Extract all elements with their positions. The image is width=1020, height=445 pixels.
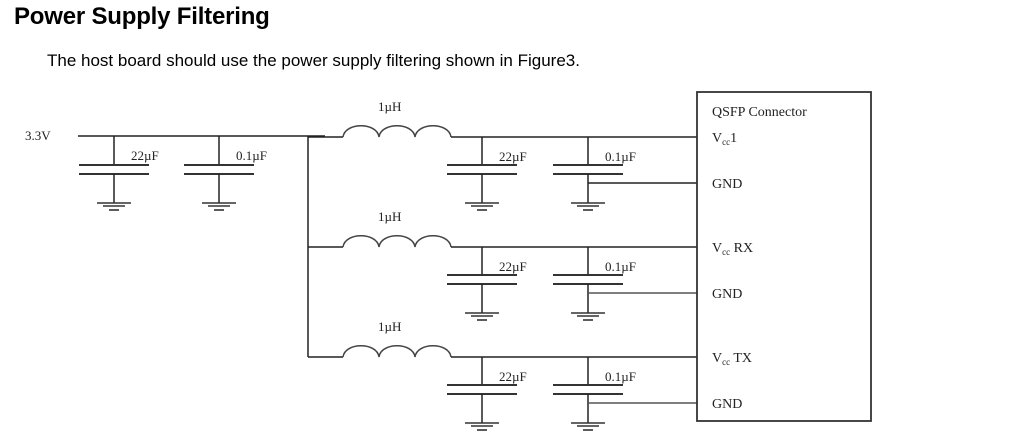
capacitor-label: 22µF — [499, 259, 527, 274]
input-capacitor-22uf: 22µF — [79, 136, 159, 211]
connector-pin-gnd: GND — [712, 177, 742, 192]
branch-capacitor: 0.1µF — [553, 137, 636, 211]
ground-symbol-icon — [571, 312, 605, 321]
ground-symbol-icon — [97, 202, 131, 211]
capacitor-label: 22µF — [499, 149, 527, 164]
inductor-label: 1µH — [378, 209, 401, 224]
capacitor-label: 22µF — [499, 369, 527, 384]
ground-symbol-icon — [571, 422, 605, 431]
input-capacitor-0-1uf: 0.1µF — [184, 136, 267, 211]
inductor-label: 1µH — [378, 99, 401, 114]
connector-pin-gnd: GND — [712, 287, 742, 302]
supply-label: 3.3V — [25, 128, 51, 143]
ground-symbol-icon — [571, 202, 605, 211]
connector-pin-gnd: GND — [712, 397, 742, 412]
inductor-symbol-icon — [342, 345, 452, 358]
filter-branch: 1µH 22µF 0.1µF Vcc TX GND — [308, 319, 752, 431]
connector-title: QSFP Connector — [712, 105, 807, 120]
inductor-symbol-icon — [342, 125, 452, 138]
capacitor-label: 22µF — [131, 148, 159, 163]
connector-pin-vcc: Vcc1 — [712, 131, 737, 147]
section-title: Power Supply Filtering — [14, 3, 270, 30]
connector-pin-vcc: Vcc RX — [712, 241, 753, 257]
capacitor-label: 0.1µF — [605, 149, 636, 164]
branch-capacitor: 22µF — [447, 357, 527, 431]
capacitor-label: 0.1µF — [605, 259, 636, 274]
capacitor-label: 0.1µF — [605, 369, 636, 384]
inductor-symbol-icon — [342, 235, 452, 248]
inductor-label: 1µH — [378, 319, 401, 334]
capacitor-label: 0.1µF — [236, 148, 267, 163]
ground-symbol-icon — [465, 312, 499, 321]
branch-capacitor: 0.1µF — [553, 247, 636, 321]
ground-symbol-icon — [465, 202, 499, 211]
filter-branch: 1µH 22µF 0.1µF Vcc RX GND — [308, 209, 753, 321]
branch-capacitor: 0.1µF — [553, 357, 636, 431]
branch-capacitor: 22µF — [447, 137, 527, 211]
qsfp-connector: QSFP Connector — [696, 91, 872, 422]
ground-symbol-icon — [202, 202, 236, 211]
branch-capacitor: 22µF — [447, 247, 527, 321]
ground-symbol-icon — [465, 422, 499, 431]
connector-pin-vcc: Vcc TX — [712, 351, 752, 367]
intro-text: The host board should use the power supp… — [47, 51, 580, 70]
